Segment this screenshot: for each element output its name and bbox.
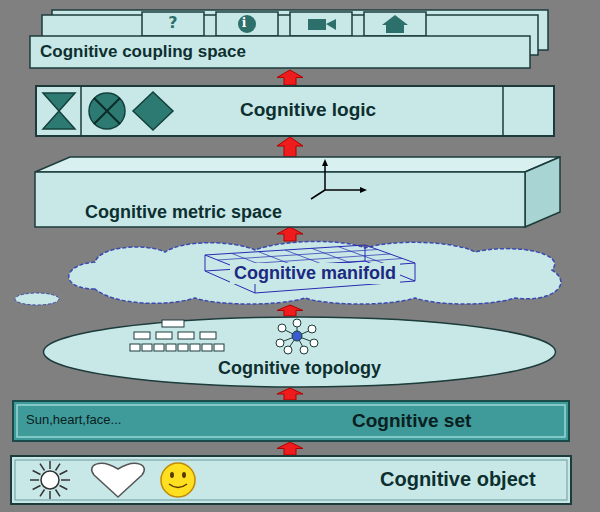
flow-arrow [277,70,303,85]
member-list: Sun,heart,face... [26,413,121,428]
layer-node: Sun,heart,face... Cognitive set [12,400,570,442]
layer-node: Cognitive object [10,455,572,505]
flow-arrow [277,305,303,316]
layer-node: Cognitive coupling space [30,10,550,70]
layer-node: Cognitive logic [35,85,555,137]
flow-arrow [277,442,303,455]
flow-arrow [277,227,303,241]
flow-arrow [277,388,303,400]
layer-title: Cognitive topology [218,358,381,379]
layer-node: Cognitive metric space [35,157,560,227]
layer-title: Cognitive object [380,468,536,491]
layer-node: Cognitive manifold [55,241,575,305]
layer-title: Cognitive logic [240,99,376,121]
flow-arrow [277,137,303,157]
layer-title: Cognitive metric space [85,202,282,223]
tab-icon-label: i [242,17,247,29]
layer-title: Cognitive set [352,410,471,432]
layer-title: Cognitive manifold [230,263,400,284]
layer-node: Cognitive topology [42,316,557,388]
layer-title: Cognitive coupling space [40,42,246,62]
tab-icon-label: ? [168,15,177,31]
